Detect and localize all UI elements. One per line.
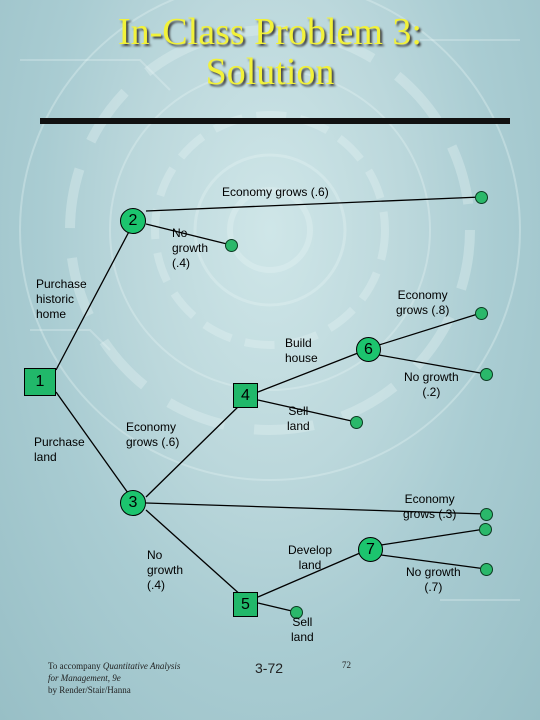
branch-6-to-end-f <box>378 354 487 375</box>
label-purchase-historic-home: Purchase historic home <box>36 277 87 321</box>
terminal-point <box>479 523 492 536</box>
label-build-house: Build house <box>285 336 318 365</box>
branch-7-to-end-h <box>380 528 486 546</box>
slide-number: 3-72 <box>255 660 284 676</box>
label-economy-grows-mid: Economy grows (.6) <box>126 420 180 449</box>
footer-citation: To accompany Quantitative Analysis for M… <box>48 660 180 696</box>
branch-3-to-4 <box>145 401 244 498</box>
terminal-point <box>475 307 488 320</box>
title-line-2: Solution <box>205 51 335 93</box>
label-economy-grows-8: Economy grows (.8) <box>396 288 450 317</box>
chance-node-7: 7 <box>358 537 383 562</box>
chance-node-6: 6 <box>356 337 381 362</box>
label-purchase-land: Purchase land <box>34 435 85 464</box>
branch-1-to-2 <box>55 223 134 371</box>
label-no-growth-2: No growth (.2) <box>404 370 459 399</box>
title-line-1: In-Class Problem 3: <box>118 11 422 53</box>
terminal-point <box>480 368 493 381</box>
footer-line-2: for Management, 9e <box>48 673 121 683</box>
branch-5-to-7 <box>257 552 361 598</box>
label-economy-grows-3: Economy grows (.3) <box>403 492 457 521</box>
label-no-growth-top: No growth (.4) <box>172 226 209 270</box>
branch-6-to-end-e <box>378 312 482 346</box>
terminal-point <box>480 563 493 576</box>
decision-node-4: 4 <box>233 383 258 408</box>
terminal-point <box>290 606 303 619</box>
label-develop-land: Develop land <box>288 543 333 572</box>
footer-line-3: by Render/Stair/Hanna <box>48 685 131 695</box>
branch-4-to-end-d <box>257 399 357 423</box>
decision-node-1: 1 <box>24 368 56 396</box>
branch-2-to-end-a <box>145 196 482 212</box>
terminal-point <box>350 416 363 429</box>
label-sell-land-1: Sell land <box>287 404 310 433</box>
terminal-point <box>480 508 493 521</box>
terminal-point <box>225 239 238 252</box>
decision-node-5: 5 <box>233 592 258 617</box>
footer-line-1: To accompany Quantitative Analysis <box>48 660 180 672</box>
branch-1-to-3 <box>55 391 134 501</box>
page-number: 72 <box>342 660 351 670</box>
slide-title: In-Class Problem 3: Solution <box>0 12 540 92</box>
branch-4-to-6 <box>257 352 359 393</box>
label-no-growth-7: No growth (.7) <box>406 565 461 594</box>
footer-line-1-italic: Quantitative Analysis <box>102 661 181 671</box>
branch-7-to-end-i <box>380 554 487 570</box>
label-sell-land-2: Sell land <box>291 615 314 644</box>
branch-3-to-5 <box>145 509 244 598</box>
branch-2-to-end-b <box>145 223 232 246</box>
label-economy-grows-top: Economy grows (.6) <box>222 185 329 199</box>
title-underline <box>40 118 510 124</box>
chance-node-3: 3 <box>120 490 146 516</box>
label-no-growth-low: No growth (.4) <box>147 548 184 592</box>
branch-3-to-end-c <box>145 502 487 515</box>
branch-5-to-end-g <box>257 602 297 613</box>
chance-node-2: 2 <box>120 208 146 234</box>
footer-line-1-prefix: To accompany <box>48 661 103 671</box>
terminal-point <box>475 191 488 204</box>
